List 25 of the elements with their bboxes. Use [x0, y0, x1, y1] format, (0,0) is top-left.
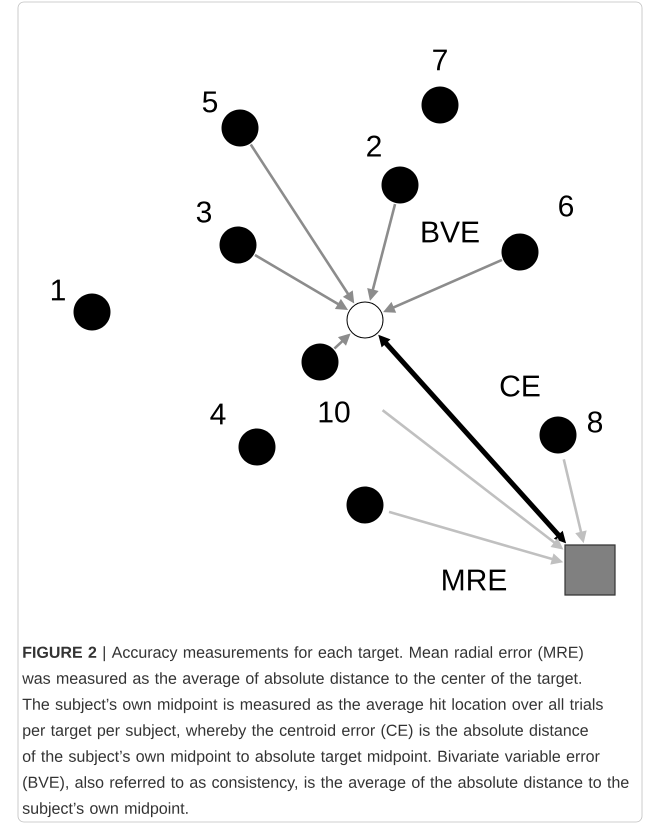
point-number: 1: [52, 280, 65, 300]
point-number: 5: [202, 92, 218, 112]
dot: [220, 226, 256, 264]
dot: [302, 344, 338, 380]
point-number: 6: [559, 195, 574, 217]
dot: [502, 234, 538, 270]
dot: [238, 428, 276, 466]
edge-label: CE: [500, 375, 540, 397]
dot: [74, 294, 110, 330]
dot: [382, 166, 418, 204]
point-number: 3: [196, 201, 212, 223]
point-number: 2: [367, 136, 381, 156]
point-number: 10: [320, 401, 350, 423]
dot: [346, 486, 384, 524]
point-number: 8: [588, 411, 602, 433]
point-number: 4: [210, 404, 226, 424]
dot: [222, 110, 258, 146]
point-number: 7: [433, 50, 447, 70]
measure-label: MRE: [443, 570, 506, 590]
dot: [422, 86, 458, 124]
caption: FIGURE 2 | Accuracy measurements for each target. Mean radial error (MRE) was measured as the average of absolute distance to the center of the target. The subject’s own midpoint is measured as the average hit location over all trials per target per subject, whereby the centroid error (CE) is the absolute distance of the subject’s own midpoint to absolute target midpoint. Bivariate variable error (BVE), also referred to as consistency, is the average of the absolute distance to the subject’s own midpoint.: [22, 646, 629, 818]
target-square: [564, 544, 616, 596]
measure-label: BVE: [422, 222, 479, 242]
dot: [540, 416, 576, 454]
midpoint-circle: [346, 302, 384, 338]
